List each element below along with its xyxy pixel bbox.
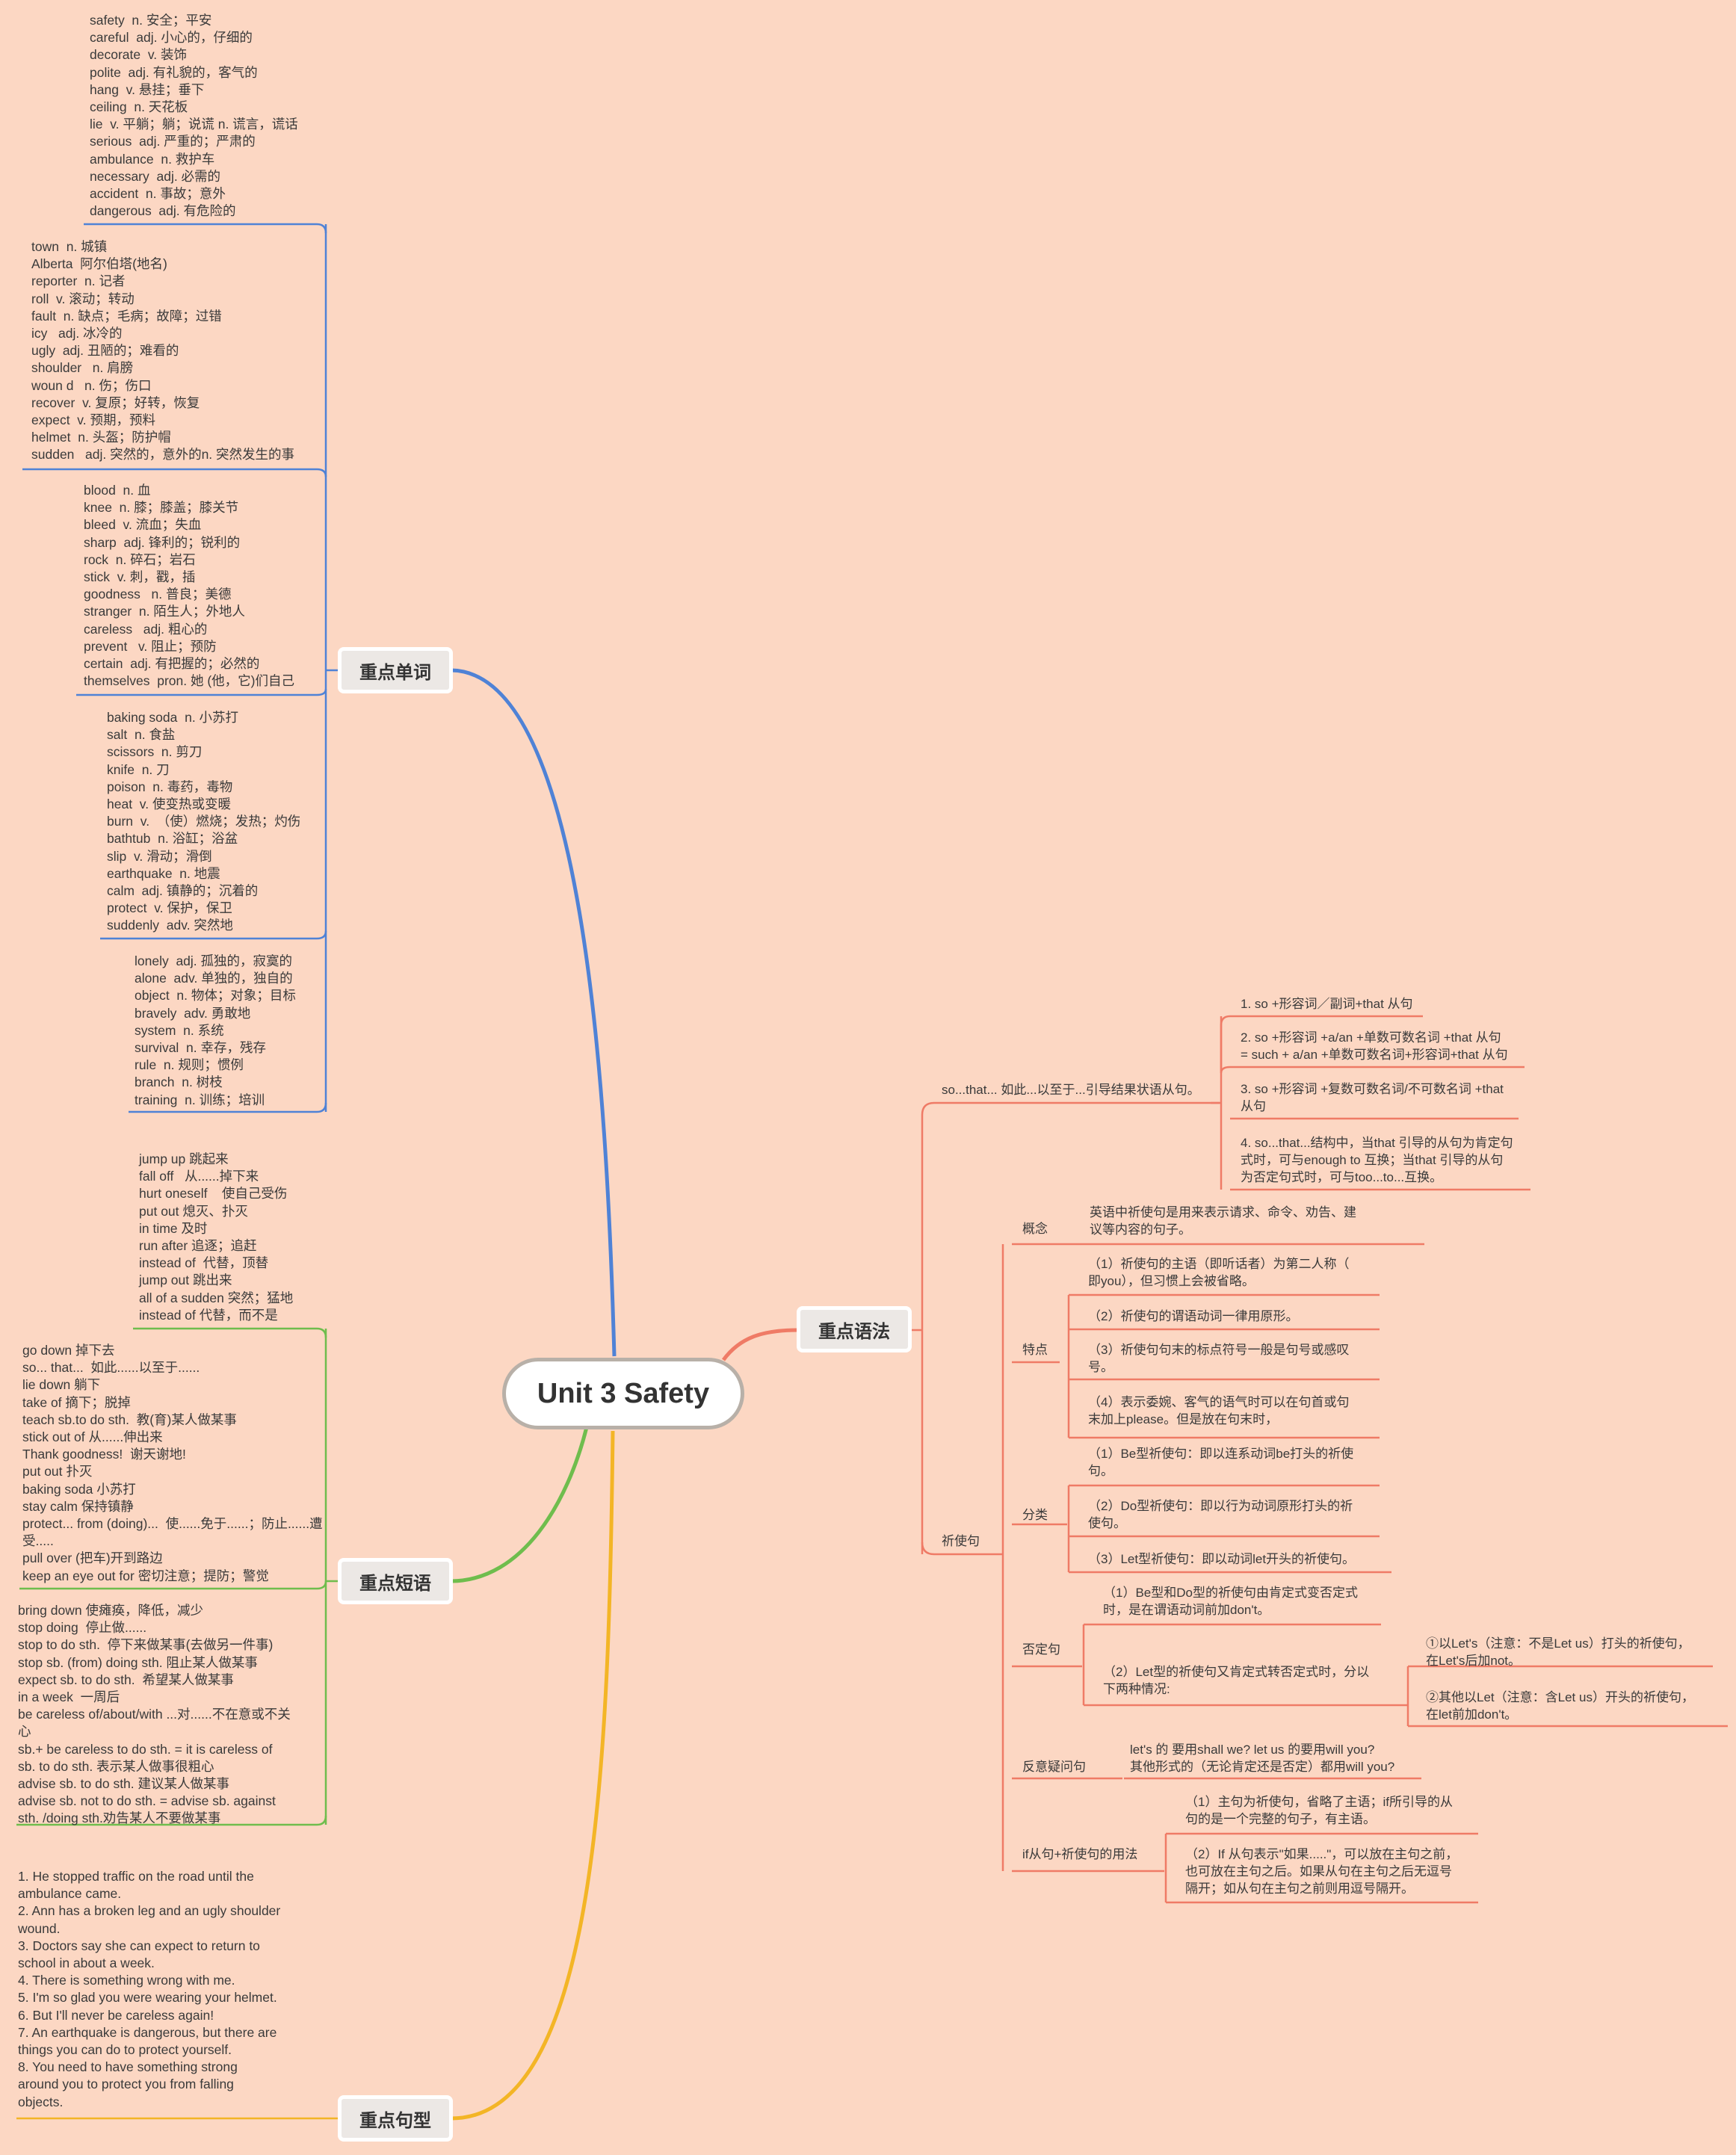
tag-question-label: 反意疑问句 xyxy=(1022,1760,1086,1774)
negative-1: （1）Be型和Do型的祈使句由肯定式变否定式 时，是在谓语动词前加don't。 xyxy=(1103,1586,1358,1617)
branch-key-words[interactable]: 重点单词 xyxy=(338,647,453,693)
features-label: 特点 xyxy=(1022,1343,1048,1357)
negative-2: （2）Let型的祈使句又肯定式转否定式时，分以 下两种情况: xyxy=(1103,1665,1370,1696)
types-label: 分类 xyxy=(1022,1508,1048,1522)
link-phrases xyxy=(451,1426,589,1583)
so-that-item-3: 3. so +形容词 +复数可数名词/不可数名词 +that 从句 xyxy=(1241,1082,1504,1113)
link-sentences xyxy=(451,1430,615,2121)
so-that-item-1: 1. so +形容词／副词+that 从句 xyxy=(1241,997,1413,1011)
words-group-3: blood n. 血 knee n. 膝；膝盖；膝关节 bleed v. 流血；… xyxy=(84,483,294,689)
if-clause-label: if从句+祈使句的用法 xyxy=(1022,1847,1138,1861)
type-1: （1）Be型祈使句：即以连系动词be打头的祈使 句。 xyxy=(1088,1447,1354,1478)
words-group-5: lonely adj. 孤独的，寂寞的 alone adv. 单独的，独自的 o… xyxy=(135,953,296,1107)
phrases-group-3: bring down 使瘫痪，降低，减少 stop doing 停止做.....… xyxy=(18,1603,291,1826)
grammar-links xyxy=(910,1015,1728,1904)
grammar-so-that: so...that... 如此...以至于...引导结果状语从句。 xyxy=(942,1083,1200,1097)
type-3: （3）Let型祈使句：即以动词let开头的祈使句。 xyxy=(1088,1552,1356,1566)
link-grammar xyxy=(721,1328,799,1361)
phrases-group-2: go down 掉下去 so... that... 如此......以至于...… xyxy=(22,1343,323,1583)
branch-key-grammar[interactable]: 重点语法 xyxy=(797,1306,912,1352)
central-topic[interactable]: Unit 3 Safety xyxy=(502,1358,744,1429)
feature-1: （1）祈使句的主语（即听话者）为第二人称（ 即you），但习惯上会被省略。 xyxy=(1088,1257,1350,1288)
branch-key-sentences[interactable]: 重点句型 xyxy=(338,2095,453,2142)
type-2: （2）Do型祈使句：即以行为动词原形打头的祈 使句。 xyxy=(1088,1499,1353,1530)
if-item-1: （1）主句为祈使句，省略了主语；if所引导的从 句的是一个完整的句子，有主语。 xyxy=(1185,1795,1453,1826)
let-case-1: ①以Let's（注意：不是Let us）打头的祈使句， 在Let's后加not。 xyxy=(1426,1636,1690,1668)
phrases-group-1: jump up 跳起来 fall off 从......掉下来 hurt one… xyxy=(139,1151,294,1323)
feature-3: （3）祈使句句末的标点符号一般是句号或感叹 号。 xyxy=(1088,1343,1350,1374)
so-that-item-4: 4. so...that...结构中，当that 引导的从句为肯定句 式时，可与… xyxy=(1241,1136,1513,1184)
concept-text: 英语中祈使句是用来表示请求、命令、劝告、建 议等内容的句子。 xyxy=(1090,1205,1356,1237)
concept-label: 概念 xyxy=(1022,1222,1048,1236)
feature-2: （2）祈使句的谓语动词一律用原形。 xyxy=(1088,1309,1299,1323)
words-group-1: safety n. 安全；平安 careful adj. 小心的，仔细的 dec… xyxy=(90,13,298,219)
words-links xyxy=(22,223,338,1113)
so-that-item-2: 2. so +形容词 +a/an +单数可数名词 +that 从句 = such… xyxy=(1241,1030,1508,1062)
words-group-4: baking soda n. 小苏打 salt n. 食盐 scissors n… xyxy=(107,710,301,933)
let-case-2: ②其他以Let（注意：含Let us）开头的祈使句， 在let前加don't。 xyxy=(1426,1690,1694,1722)
negative-label: 否定句 xyxy=(1022,1642,1060,1657)
phrases-links xyxy=(16,1327,338,1826)
feature-4: （4）表示委婉、客气的语气时可以在句首或句 末加上please。但是放在句末时， xyxy=(1088,1395,1350,1426)
tag-question-text: let's 的 要用shall we? let us 的要用will you? … xyxy=(1130,1743,1395,1774)
branch-key-phrases[interactable]: 重点短语 xyxy=(338,1558,453,1604)
key-sentences-list: 1. He stopped traffic on the road until … xyxy=(18,1869,281,2109)
link-words xyxy=(451,668,617,1357)
words-group-2: town n. 城镇 Alberta 阿尔伯塔(地名) reporter n. … xyxy=(31,239,295,463)
grammar-imperative: 祈使句 xyxy=(942,1534,980,1548)
if-item-2: （2）If 从句表示"如果....."，可以放在主句之前， 也可放在主句之后。如… xyxy=(1185,1847,1459,1896)
